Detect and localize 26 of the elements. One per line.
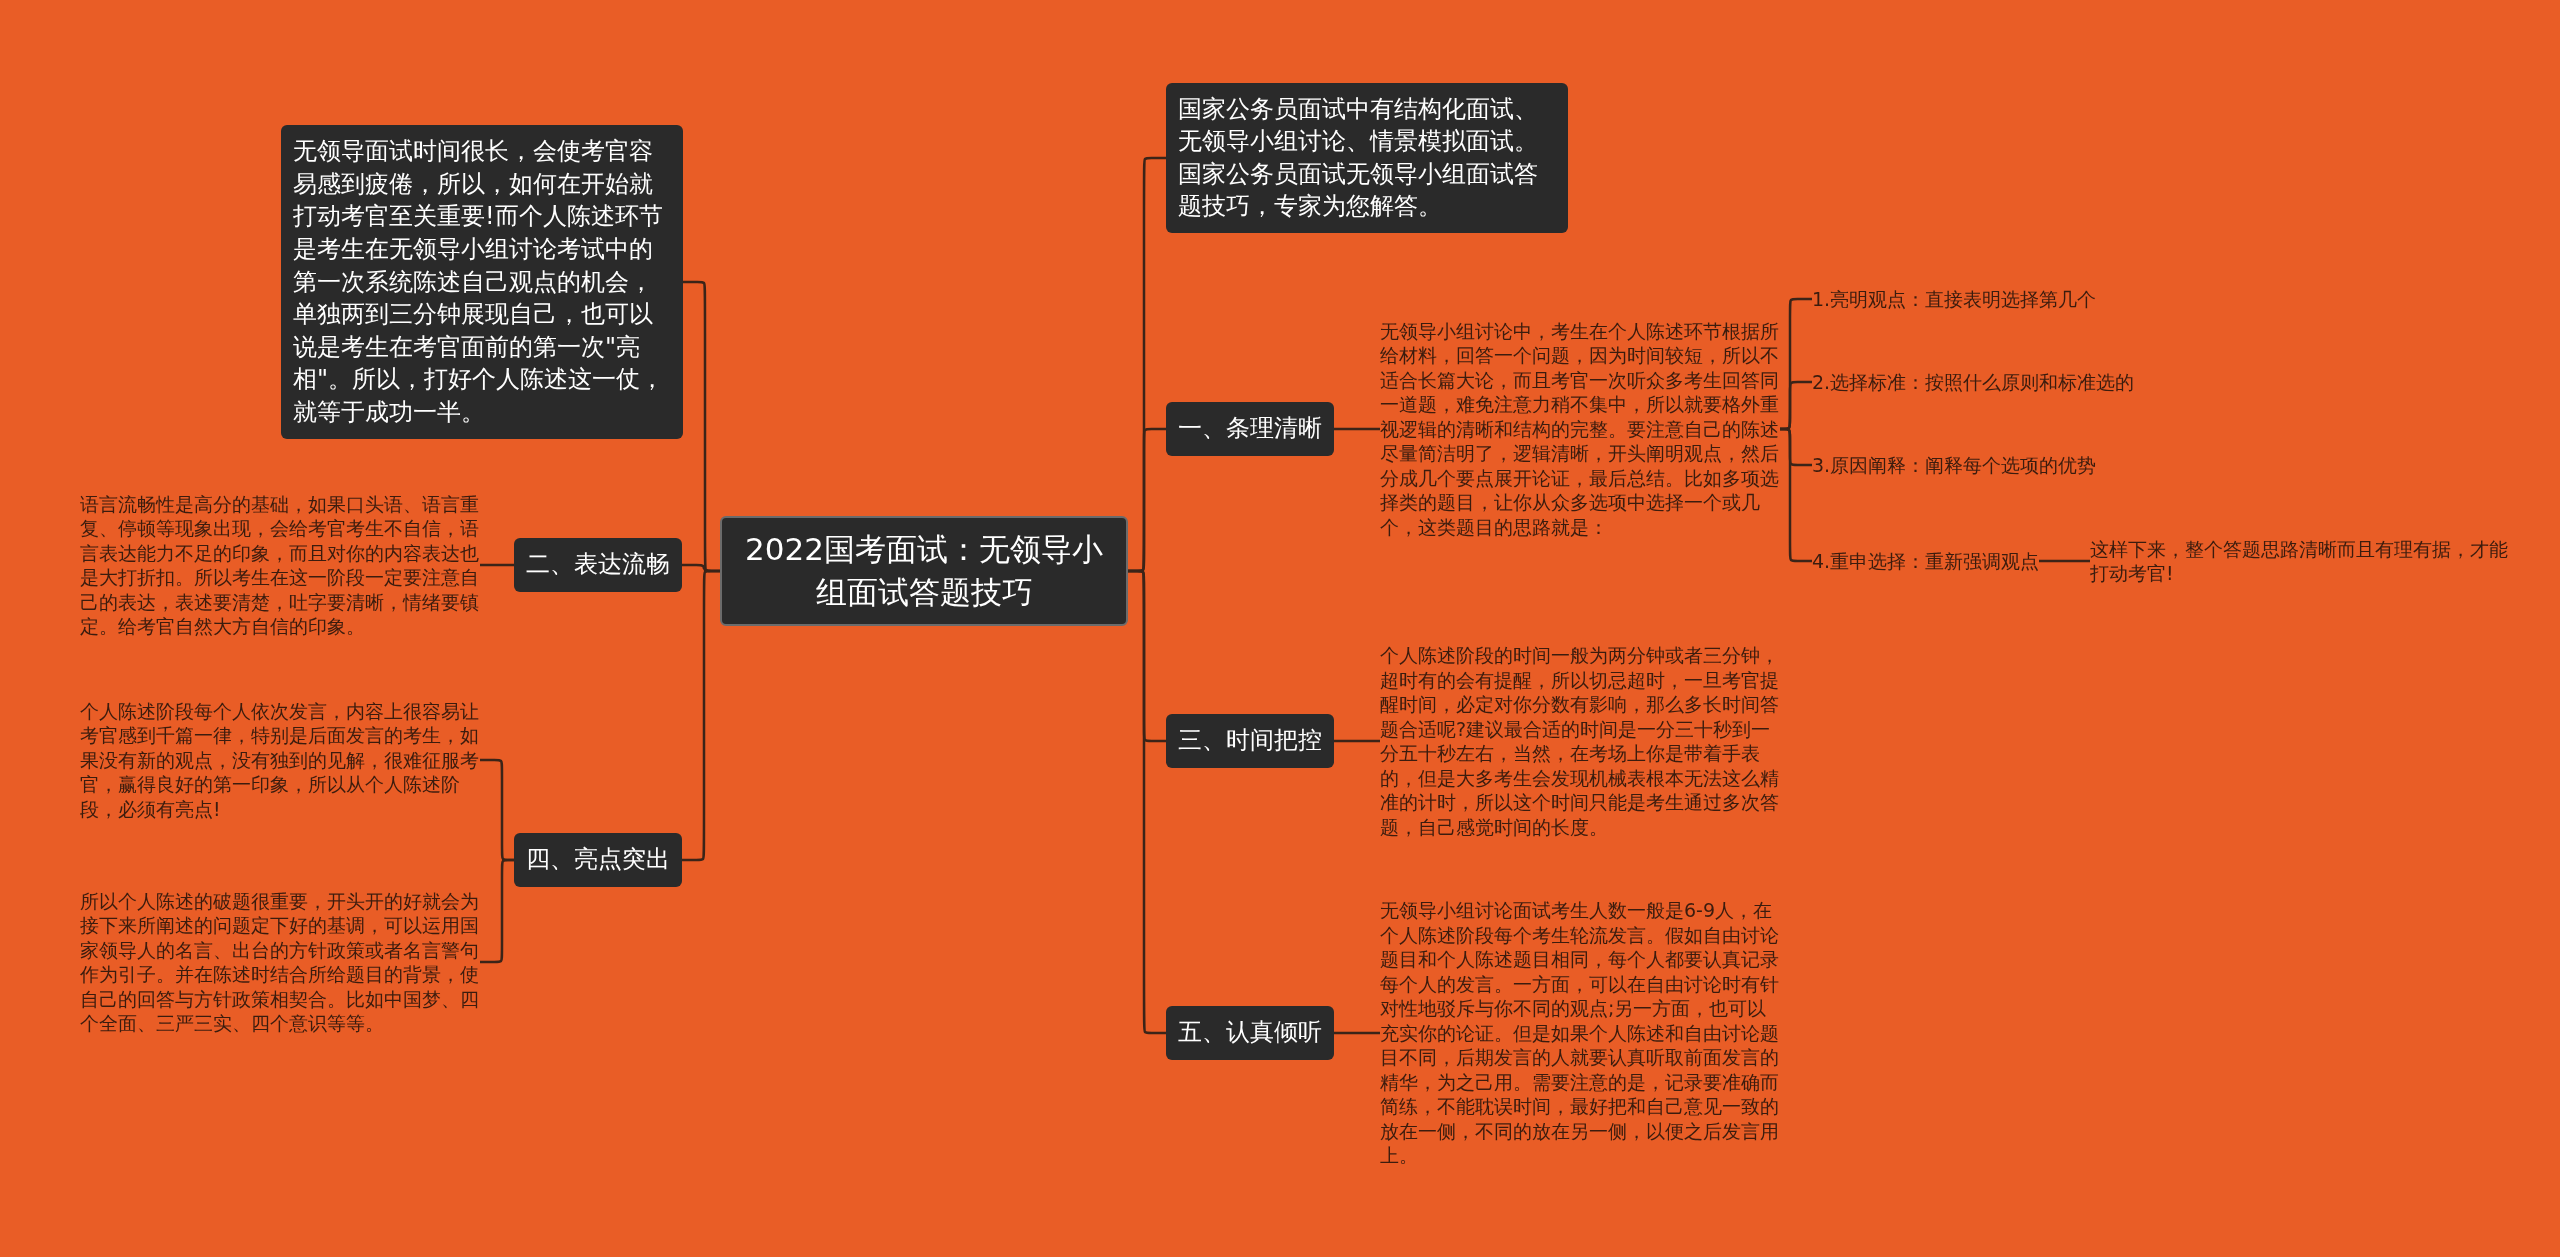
- note-text: 语言流畅性是高分的基础，如果口头语、语言重复、停顿等现象出现，会给考官考生不自信，语言表达能力不足的印象，而且对你的内容表达也是大打折扣。所以考生在这一阶段一定要注意自己的表达，表述要清楚，吐字要清晰，情绪要镇定。给考官自然大方自信的印象。: [80, 491, 480, 639]
- note-text: 这样下来，整个答题思路清晰而且有理有据，才能打动考官!: [2090, 536, 2520, 586]
- list-item-text: 1.亮明观点：直接表明选择第几个: [1812, 286, 2097, 311]
- central-topic-box: 2022国考面试：无领导小组面试答题技巧: [720, 515, 1128, 627]
- connector: [682, 569, 720, 862]
- note-text: 个人陈述阶段每个人依次发言，内容上很容易让考官感到千篇一律，特别是后面发言的考生，如果没有新的观点，没有独到的见解，很难征服考官，赢得良好的第一印象，所以从个人陈述阶段，必须有亮点!: [80, 698, 480, 821]
- branch-box: 三、时间把控: [1166, 714, 1334, 768]
- note-text: 无领导小组讨论中，考生在个人陈述环节根据所给材料，回答一个问题，因为时间较短，所以不适合长篇大论，而且考官一次听众多考生回答同一道题，难免注意力稍不集中，所以就要格外重视逻辑的清晰和结构的完整。要注意自己的陈述尽量简洁明了，逻辑清晰，开头阐明观点，然后分成几个要点展开论证，最后总结。比如多项选择类的题目，让你从众多选项中选择一个或几个，这类题目的思路就是：: [1380, 318, 1780, 539]
- connector: [1334, 1031, 1380, 1035]
- connector: [480, 563, 514, 567]
- note-text: 个人陈述阶段的时间一般为两分钟或者三分钟，超时有的会有提醒，所以切忌超时，一旦考官提醒时间，必定对你分数有影响，那么多长时间答题合适呢?建议最合适的时间是一分三十秒到一分五十秒左右，当然，在考场上你是带着手表的，但是大多考生会发现机械表根本无法这么精准的计时，所以这个时间只能是考生通过多次答题，自己感觉时间的长度。: [1380, 643, 1780, 839]
- branch-box: 一、条理清晰: [1166, 402, 1334, 456]
- connector: [1334, 427, 1380, 431]
- connector: [2039, 559, 2090, 563]
- topic-box: 无领导面试时间很长，会使考官容易感到疲倦，所以，如何在开始就打动考官至关重要!而个人陈述环节是考生在无领导小组讨论考试中的第一次系统陈述自己观点的机会，单独两到三分钟展现自己，也可以说是考生在考官面前的第一次"亮相"。所以，打好个人陈述这一仗，就等于成功一半。: [281, 125, 683, 439]
- list-item-text: 2.选择标准：按照什么原则和标准选的: [1812, 369, 2135, 394]
- connector: [1128, 569, 1166, 1035]
- branch-box: 二、表达流畅: [514, 538, 682, 592]
- connector: [1334, 739, 1380, 743]
- note-text: 无领导小组讨论面试考生人数一般是6-9人，在个人陈述阶段每个考生轮流发言。假如自由讨论题目和个人陈述题目相同，每个人都要认真记录每个人的发言。一方面，可以在自由讨论时有针对性地驳斥与你不同的观点;另一方面，也可以充实你的论证。但是如果个人陈述和自由讨论题目不同，后期发言的人就要认真听取前面发言的精华，为之己用。需要注意的是，记录要准确而简练，不能耽误时间，最好把和自己意见一致的放在一侧，不同的放在另一侧，以便之后发言用上。: [1380, 898, 1780, 1168]
- branch-box: 五、认真倾听: [1166, 1006, 1334, 1060]
- branch-box: 四、亮点突出: [514, 833, 682, 887]
- list-item-text: 4.重申选择：重新强调观点: [1812, 548, 2040, 573]
- topic-box: 国家公务员面试中有结构化面试、无领导小组讨论、情景模拟面试。国家公务员面试无领导小组面试答题技巧，专家为您解答。: [1166, 82, 1568, 233]
- list-item-text: 3.原因阐释：阐释每个选项的优势: [1812, 452, 2097, 477]
- note-text: 所以个人陈述的破题很重要，开头开的好就会为接下来所阐述的问题定下好的基调，可以运用国家领导人的名言、出台的方针政策或者名言警句作为引子。并在陈述时结合所给题目的背景，使自己的回答与方针政策相契合。比如中国梦、四个全面、三严三实、四个意识等等。: [80, 888, 480, 1036]
